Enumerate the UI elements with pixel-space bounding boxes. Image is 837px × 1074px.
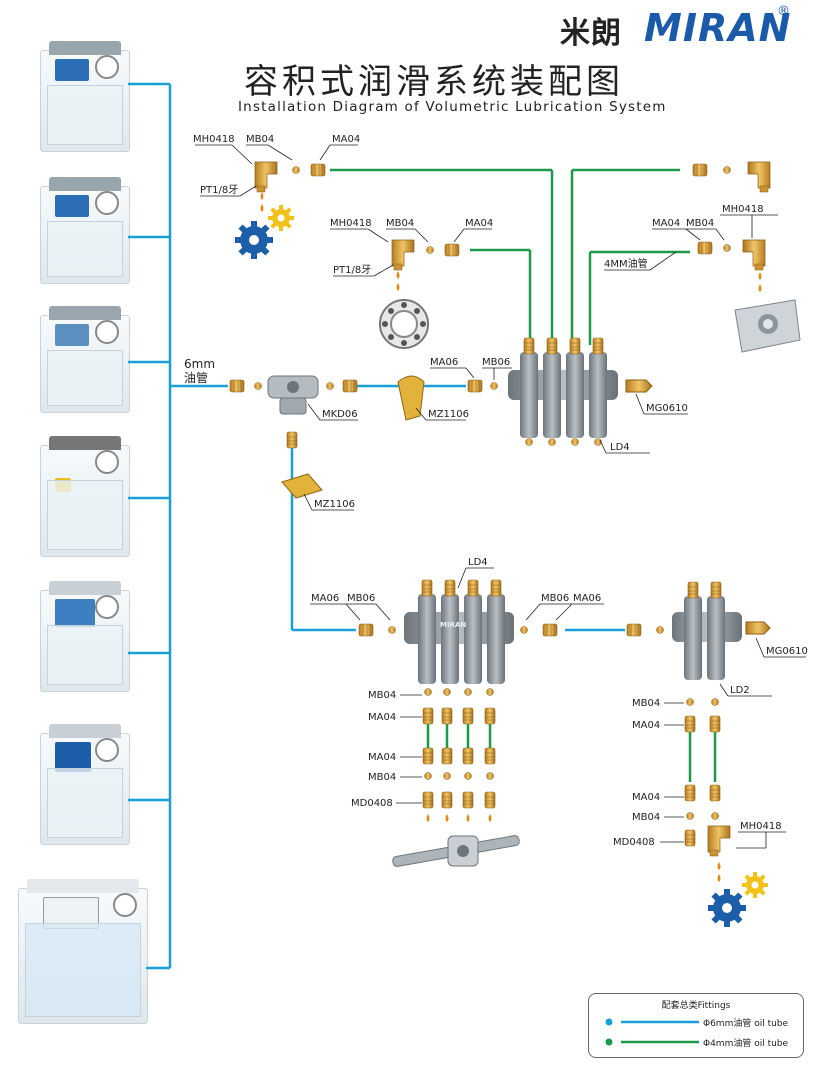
- page-subtitle: Installation Diagram of Volumetric Lubri…: [238, 99, 667, 115]
- ball-screw-icon: [392, 835, 520, 867]
- legend-dot-6mm: [605, 1018, 613, 1026]
- ld4-distributor-upper: [508, 337, 618, 446]
- label-ma04-d: MA04: [368, 712, 397, 723]
- tube-6mm-label-1: 6mm: [184, 357, 216, 371]
- label-ld2: LD2: [730, 685, 750, 696]
- label-pt-b: PT1/8牙: [333, 265, 372, 276]
- label-ma04-b: MA04: [465, 218, 494, 229]
- label-mh0418-a: MH0418: [193, 134, 235, 145]
- label-mb04-c: MB04: [686, 218, 715, 229]
- legend-title: 配套总类Fittings: [661, 1001, 731, 1011]
- label-ld4-a: LD4: [610, 442, 630, 453]
- registered-mark: ®: [777, 4, 790, 19]
- ld4-lower-outlets: [422, 688, 496, 822]
- label-mb04-a: MB04: [246, 134, 275, 145]
- label-ma06-a: MA06: [430, 357, 459, 368]
- brand-logo: MIRAN: [644, 6, 792, 50]
- label-mb06-c: MB06: [541, 593, 570, 604]
- linear-bearing-block: [734, 299, 801, 353]
- label-mg0610-b: MG0610: [766, 646, 808, 657]
- label-ma04-g: MA04: [632, 792, 661, 803]
- label-md0408-a: MD0408: [351, 798, 393, 809]
- label-ma04-a: MA04: [332, 134, 361, 145]
- label-mb06-b: MB06: [347, 593, 376, 604]
- label-mh0418-c: MH0418: [722, 204, 764, 215]
- label-ma04-c: MA04: [652, 218, 681, 229]
- label-mh0418-d: MH0418: [740, 821, 782, 832]
- ld2-outlets: [684, 698, 731, 882]
- label-pt-a: PT1/8牙: [200, 185, 239, 196]
- mg0610-plug-b: [745, 621, 771, 635]
- lubrication-pump-4: [40, 436, 130, 557]
- lubrication-pump-3: [40, 306, 130, 413]
- legend-dot-4mm: [605, 1038, 613, 1046]
- label-ma06-c: MA06: [573, 593, 602, 604]
- tube-6mm-label-2: 油管: [184, 371, 209, 385]
- label-mb06-a: MB06: [482, 357, 511, 368]
- label-mz1106-a: MZ1106: [428, 409, 469, 420]
- ld4-distributor-lower: [404, 579, 514, 684]
- label-ma04-f: MA04: [632, 720, 661, 731]
- label-ld4-b: LD4: [468, 557, 488, 568]
- bearing-icon: [379, 299, 429, 349]
- label-mb04-e: MB04: [368, 772, 397, 783]
- lubrication-pump-6: [40, 724, 130, 845]
- label-mb04-g: MB04: [632, 812, 661, 823]
- label-mg0610-a: MG0610: [646, 403, 688, 414]
- label-mb04-f: MB04: [632, 698, 661, 709]
- label-mb04-b: MB04: [386, 218, 415, 229]
- brand-chinese: 米朗: [560, 16, 622, 51]
- label-md0408-b: MD0408: [613, 837, 655, 848]
- label-ma04-e: MA04: [368, 752, 397, 763]
- legend-row-4mm: Φ4mm油管 oil tube: [703, 1039, 789, 1049]
- label-tube-4mm: 4MM油管: [604, 259, 648, 270]
- label-mkd06: MKD06: [322, 409, 358, 420]
- label-mz1106-b: MZ1106: [314, 499, 355, 510]
- label-mb04-d: MB04: [368, 690, 397, 701]
- mz1106-clamp-a: [397, 375, 425, 421]
- label-mh0418-b: MH0418: [330, 218, 372, 229]
- lubrication-pump-2: [40, 177, 130, 284]
- lubrication-pump-5: [40, 581, 130, 692]
- ld2-distributor: [672, 581, 742, 680]
- lubrication-pump-1: [40, 41, 130, 152]
- mg0610-plug-a: [625, 379, 653, 393]
- lubrication-pump-7: [18, 879, 148, 1024]
- main-oil-line: [128, 82, 625, 970]
- legend-swatches: [605, 1018, 699, 1046]
- page-title: 容积式润滑系统装配图: [244, 62, 624, 102]
- legend-row-6mm: Φ6mm油管 oil tube: [703, 1019, 789, 1029]
- label-ma06-b: MA06: [311, 593, 340, 604]
- mz1106-clamp-b: [281, 473, 323, 499]
- mkd06-tee: [267, 375, 319, 415]
- block-brand-text: MIRAN: [440, 621, 467, 629]
- legend-box: 配套总类Fittings Φ6mm油管 oil tube Φ4mm油管 oil …: [588, 993, 804, 1058]
